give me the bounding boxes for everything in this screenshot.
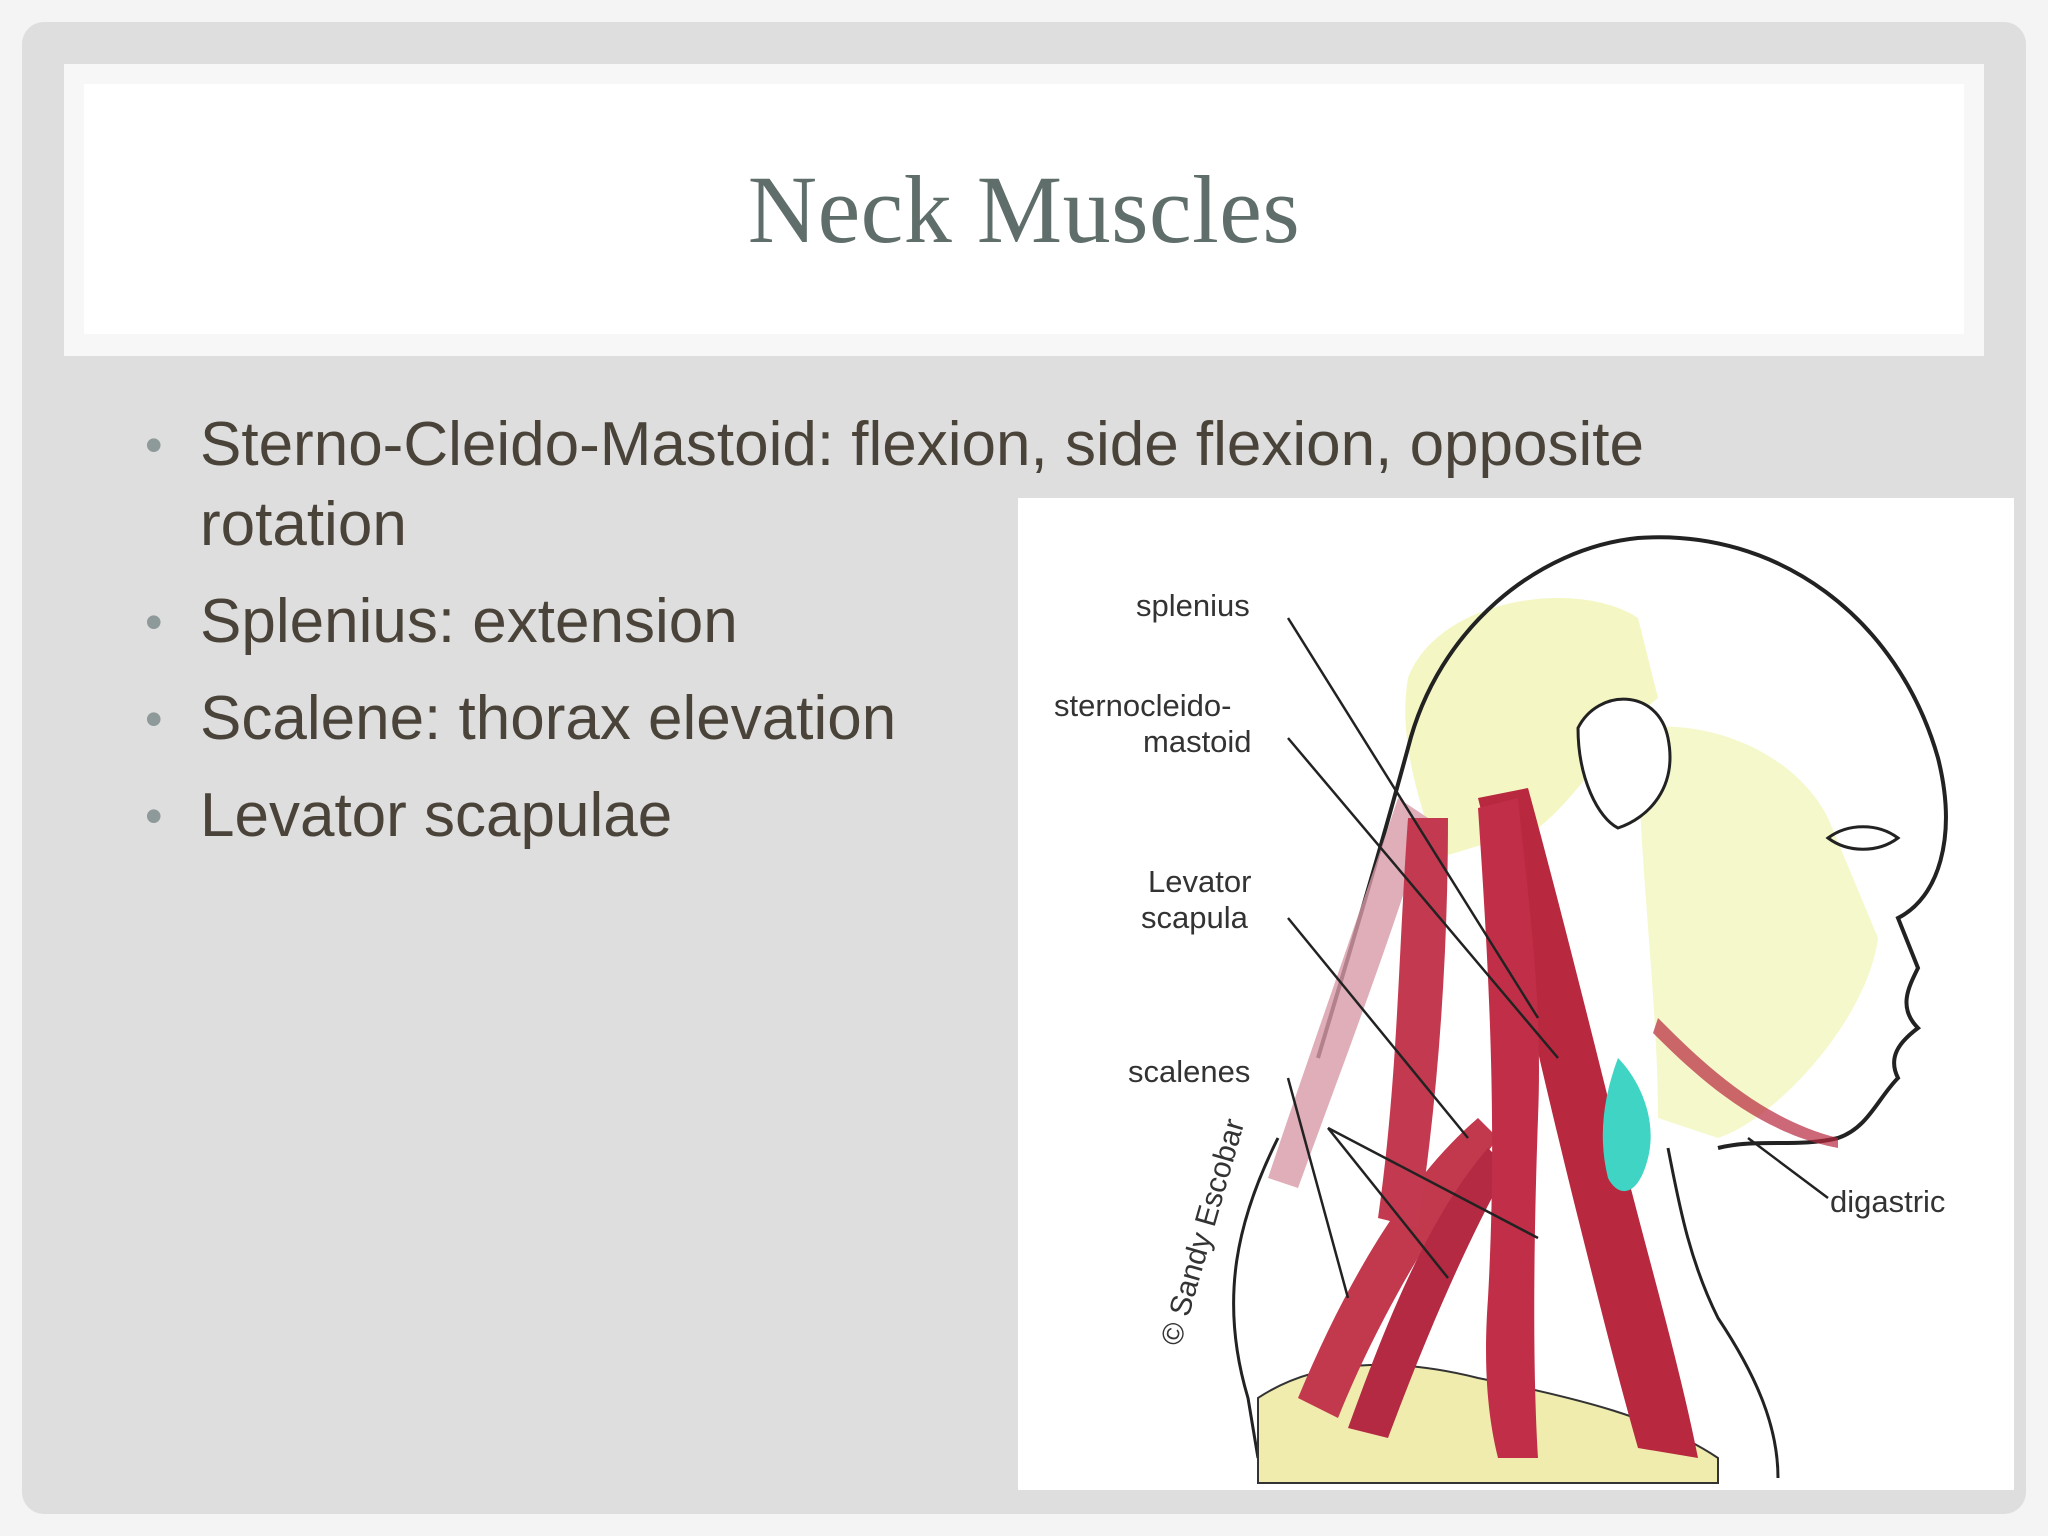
bullet-text: Splenius: extension (200, 587, 738, 656)
label-sternocleidomastoid-line2: mastoid (1143, 724, 1252, 759)
bullet-list: • Sterno-Cleido-Mastoid: flexion, side f… (145, 405, 1825, 873)
bullet-text: Sterno-Cleido-Mastoid: flexion, side fle… (200, 410, 1644, 559)
title-box: Neck Muscles (84, 84, 1964, 334)
slide-title: Neck Muscles (747, 155, 1301, 263)
label-scalenes: scalenes (1128, 1054, 1251, 1089)
label-levator-line1: Levator (1148, 864, 1252, 899)
bullet-item: • Levator scapulae (145, 776, 1825, 856)
label-digastric: digastric (1830, 1184, 1946, 1219)
bullet-icon: • (145, 788, 163, 844)
bullet-icon: • (145, 691, 163, 747)
bullet-text: Levator scapulae (200, 781, 673, 850)
bullet-item: • Splenius: extension (145, 582, 1825, 662)
label-splenius: splenius (1136, 588, 1250, 623)
bullet-icon: • (145, 594, 163, 650)
bullet-item: • Sterno-Cleido-Mastoid: flexion, side f… (145, 405, 1825, 565)
neck-anatomy-illustration (1232, 535, 1948, 1484)
label-levator-line2: scapula (1141, 900, 1248, 935)
label-sternocleidomastoid-line1: sternocleido- (1054, 688, 1232, 723)
neck-anatomy-figure: splenius sternocleido- mastoid Levator s… (1018, 498, 2014, 1490)
bullet-item: • Scalene: thorax elevation (145, 679, 1825, 759)
bullet-text: Scalene: thorax elevation (200, 684, 897, 753)
bullet-icon: • (145, 417, 163, 473)
